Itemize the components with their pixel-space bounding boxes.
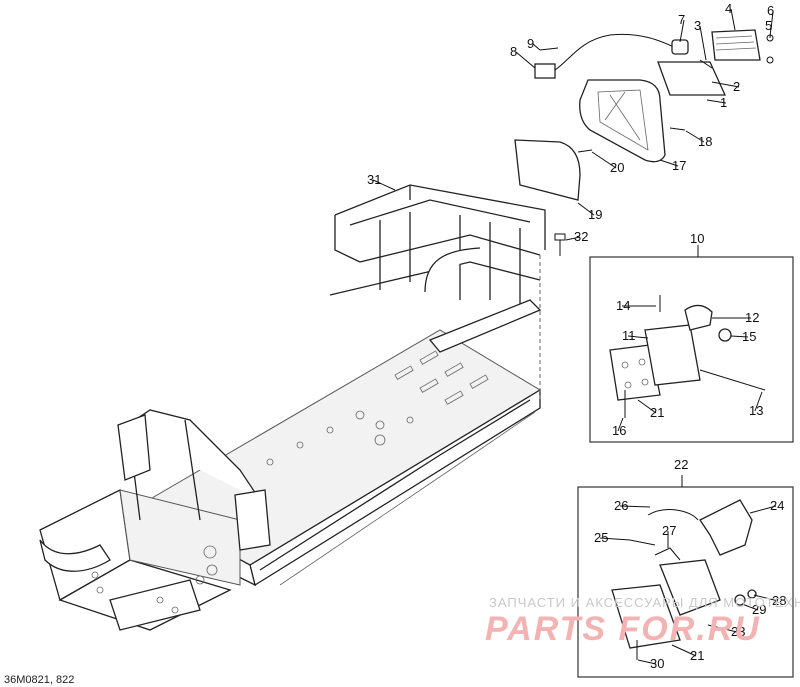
leader-line [753, 594, 779, 602]
leader-line [711, 81, 740, 88]
tail-light-group [514, 29, 774, 256]
callout-27: 27 [662, 523, 676, 538]
leader-line [699, 25, 707, 61]
callout-9: 9 [527, 36, 534, 51]
leader-line [627, 335, 649, 339]
leader-line [577, 202, 595, 216]
callout-32: 32 [574, 229, 588, 244]
leader-line [659, 159, 679, 167]
callout-17: 17 [672, 158, 686, 173]
callout-12: 12 [745, 310, 759, 325]
callout-21: 21 [690, 648, 704, 663]
callout-2: 2 [733, 79, 740, 94]
callout-15: 15 [742, 329, 756, 344]
leader-line [565, 236, 581, 241]
callout-3: 3 [694, 18, 701, 33]
callout-18: 18 [698, 134, 712, 149]
rack-assembly [329, 184, 546, 400]
callout-7: 7 [678, 12, 685, 27]
leader-line [591, 151, 617, 169]
callout-23: 23 [731, 624, 745, 639]
leader-line [770, 10, 774, 31]
leader-line [515, 51, 536, 69]
watermark-tagline: ЗАПЧАСТИ И АКСЕССУАРЫ ДЛЯ МОТОТЕХНИКИ [489, 595, 800, 610]
leader-line [679, 19, 685, 43]
frame-assembly [39, 329, 541, 631]
watermark: ЗАПЧАСТИ И АКСЕССУАРЫ ДЛЯ МОТОТЕХНИКИ PA… [485, 595, 800, 648]
callout-10: 10 [690, 231, 704, 246]
leader-line [707, 624, 738, 633]
callout-5: 5 [765, 18, 772, 33]
callout-20: 20 [610, 160, 624, 175]
callout-1: 1 [720, 95, 727, 110]
callout-29: 29 [752, 602, 766, 617]
callout-14: 14 [616, 298, 630, 313]
callout-21: 21 [650, 405, 664, 420]
callout-26: 26 [614, 498, 628, 513]
callout-22: 22 [674, 457, 688, 472]
callout-6: 6 [767, 3, 774, 18]
callout-11: 11 [622, 328, 636, 343]
callout-28: 28 [772, 593, 786, 608]
drawing-id: 36M0821, 822 [4, 674, 74, 686]
leader-line [754, 391, 763, 412]
watermark-logo: PARTS FOR.RU [485, 610, 761, 648]
callout-13: 13 [749, 403, 763, 418]
leader-line [685, 130, 705, 143]
leader-line [730, 8, 736, 31]
leader-line [619, 505, 651, 508]
callout-19: 19 [588, 207, 602, 222]
callout-4: 4 [725, 1, 732, 16]
detail-box-10 [589, 245, 794, 443]
callout-30: 30 [650, 656, 664, 671]
leader-line [706, 99, 727, 104]
leader-line [599, 537, 631, 541]
detail-box-22 [577, 475, 794, 678]
leader-line [372, 179, 396, 191]
leader-line [637, 659, 657, 665]
leader-line [617, 417, 624, 432]
callout-8: 8 [510, 44, 517, 59]
leader-line [741, 603, 759, 611]
callout-labels: 1234567891011121314151617181920212223242… [367, 1, 786, 671]
leader-line [749, 505, 777, 514]
callout-24: 24 [770, 498, 784, 513]
leader-line [671, 644, 697, 657]
callout-16: 16 [612, 423, 626, 438]
leader-line [730, 335, 749, 338]
leader-line [637, 399, 657, 414]
callout-31: 31 [367, 172, 381, 187]
leader-line [532, 43, 541, 51]
callout-25: 25 [594, 530, 608, 545]
